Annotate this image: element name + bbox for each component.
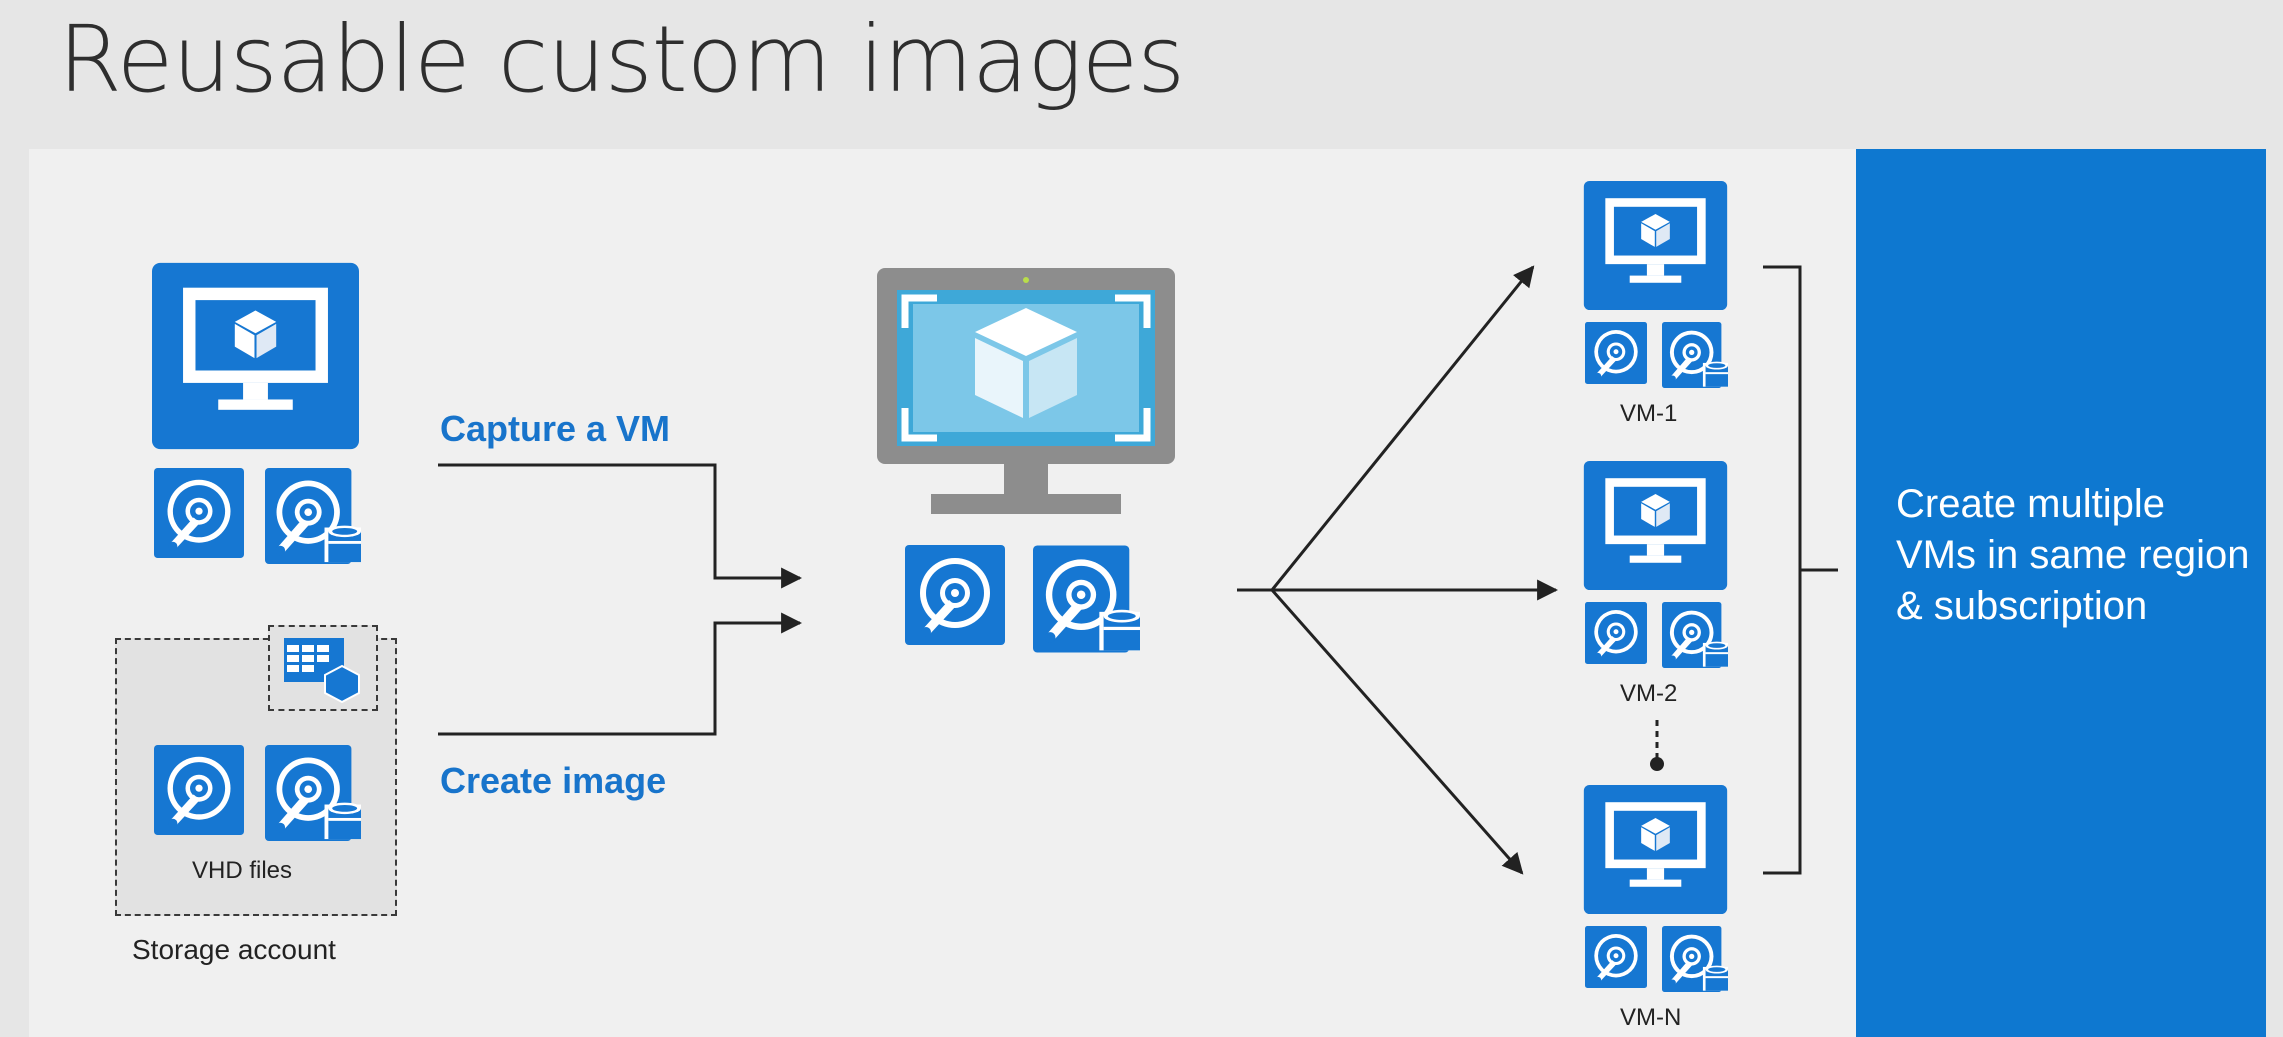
- vm-1-label: VM-1: [1620, 400, 1678, 427]
- custom-image-icon: [877, 268, 1175, 514]
- create-image-label: Create image: [440, 760, 667, 801]
- vm-1-data-disk-icon: [1662, 322, 1728, 388]
- storage-account-label: Storage account: [132, 934, 336, 965]
- page-title: Reusable custom images: [58, 6, 1185, 113]
- vm-2-os-disk-icon: [1585, 602, 1647, 664]
- vm-n-os-disk-icon: [1585, 926, 1647, 988]
- image-data-disk-icon: [1033, 545, 1140, 653]
- vm-2-icon: [1583, 461, 1728, 590]
- vm-1-os-disk-icon: [1585, 322, 1647, 384]
- vhd-files-label: VHD files: [192, 857, 293, 884]
- vm-2-data-disk-icon: [1662, 602, 1728, 668]
- vm-n-icon: [1583, 785, 1728, 914]
- image-os-disk-icon: [905, 545, 1005, 645]
- summary-sidebar: Create multiple VMs in same region & sub…: [1856, 149, 2266, 1037]
- capture-vm-label: Capture a VM: [440, 408, 671, 449]
- vm-1-icon: [1583, 181, 1728, 310]
- storage-table-icon: [284, 638, 360, 704]
- vm-n-label: VM-N: [1620, 1004, 1682, 1031]
- sidebar-text: Create multiple VMs in same region & sub…: [1896, 482, 2250, 628]
- vm-2-label: VM-2: [1620, 680, 1678, 707]
- vm-n-data-disk-icon: [1662, 926, 1728, 992]
